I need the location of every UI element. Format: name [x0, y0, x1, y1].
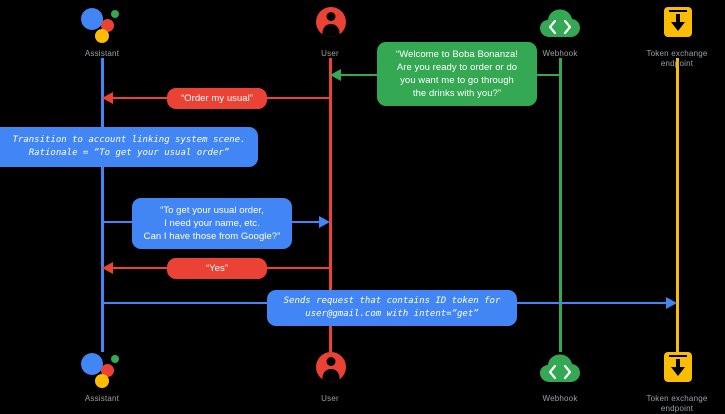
- message-text-line: “Order my usual”: [180, 93, 254, 104]
- message-bubble-yes: “Yes”: [167, 258, 267, 279]
- message-text-line: “Yes”: [205, 263, 229, 274]
- assistant-dot-blue: [81, 353, 103, 375]
- token-slot-shape: [669, 10, 687, 12]
- lifeline-assistant: [101, 58, 104, 352]
- assistant-dot-yellow: [95, 29, 109, 43]
- user-head-shape: [326, 357, 336, 366]
- message-text-line: Can I have those from Google?”: [143, 231, 281, 242]
- message-text-line: the drinks with you?”: [412, 88, 502, 99]
- actor-assistant-bottom: Assistant: [42, 350, 162, 404]
- token-box-shape: [664, 352, 692, 382]
- user-head-shape: [326, 12, 336, 21]
- arrowhead-need-your-name: [319, 216, 330, 228]
- lifeline-webhook: [559, 58, 562, 352]
- cloud-code-icon: [537, 350, 583, 390]
- token-download-icon: [654, 350, 700, 390]
- message-text-line: Transition to account linking system sce…: [12, 135, 246, 145]
- user-avatar-icon: [307, 350, 353, 390]
- actor-label-user: User: [321, 49, 339, 58]
- actor-label-user: User: [321, 394, 339, 403]
- google-assistant-icon: [79, 5, 125, 45]
- user-body-shape: [322, 24, 340, 37]
- assistant-dot-green: [111, 10, 119, 18]
- message-bubble-need-your-name: “To get your usual order, I need your na…: [132, 198, 292, 249]
- assistant-dot-green: [111, 355, 119, 363]
- assistant-dot-blue: [81, 8, 103, 30]
- message-text-line: you want me to go through: [400, 75, 514, 86]
- message-bubble-sends-request: Sends request that contains ID token for…: [267, 290, 517, 326]
- message-text-line: Sends request that contains ID token for: [283, 296, 501, 306]
- message-bubble-order-my-usual: “Order my usual”: [167, 88, 267, 109]
- arrowhead-sends-request: [666, 297, 677, 309]
- user-body-shape: [322, 369, 340, 382]
- google-assistant-icon: [79, 350, 125, 390]
- token-download-icon: [654, 5, 700, 45]
- actor-user-top: User: [270, 5, 390, 59]
- cloud-code-icon: [537, 5, 583, 45]
- actor-label-token-endpoint: Token exchange endpoint: [646, 49, 708, 68]
- lifeline-token-endpoint: [676, 58, 679, 352]
- lifeline-user: [329, 58, 332, 352]
- token-slot-shape: [669, 355, 687, 357]
- cloud-shape: [540, 354, 580, 382]
- arrowhead-order-my-usual: [102, 92, 113, 104]
- message-note-transition: Transition to account linking system sce…: [0, 127, 258, 167]
- actor-label-assistant: Assistant: [84, 394, 120, 403]
- cloud-shape: [540, 9, 580, 37]
- actor-token-endpoint-bottom: Token exchange endpoint: [617, 350, 725, 414]
- actor-token-endpoint-top: Token exchange endpoint: [617, 5, 725, 69]
- assistant-dot-red: [101, 364, 114, 377]
- user-avatar-circle: [316, 7, 346, 37]
- message-text-line: Rationale = “To get your usual order”: [28, 148, 230, 158]
- actor-assistant-top: Assistant: [42, 5, 162, 59]
- message-text-line: “Welcome to Boba Bonanza!: [395, 49, 518, 60]
- assistant-dot-yellow: [95, 374, 109, 388]
- message-bubble-welcome: “Welcome to Boba Bonanza! Are you ready …: [377, 42, 537, 106]
- actor-webhook-top: Webhook: [500, 5, 620, 59]
- message-text-line: user@gmail.com with intent=“get”: [305, 309, 479, 319]
- user-avatar-circle: [316, 352, 346, 382]
- actor-user-bottom: User: [270, 350, 390, 404]
- message-text-line: I need your name, etc.: [164, 218, 260, 229]
- actor-label-token-endpoint: Token exchange endpoint: [646, 394, 708, 413]
- actor-label-webhook: Webhook: [542, 394, 578, 403]
- message-text-line: Are you ready to order or do: [396, 62, 518, 73]
- token-box-shape: [664, 7, 692, 37]
- actor-webhook-bottom: Webhook: [500, 350, 620, 404]
- actor-label-assistant: Assistant: [84, 49, 120, 58]
- message-text-line: “To get your usual order,: [160, 205, 264, 216]
- actor-label-webhook: Webhook: [542, 49, 578, 58]
- arrowhead-yes: [102, 262, 113, 274]
- arrowhead-welcome: [330, 69, 341, 81]
- assistant-dot-red: [101, 19, 114, 32]
- user-avatar-icon: [307, 5, 353, 45]
